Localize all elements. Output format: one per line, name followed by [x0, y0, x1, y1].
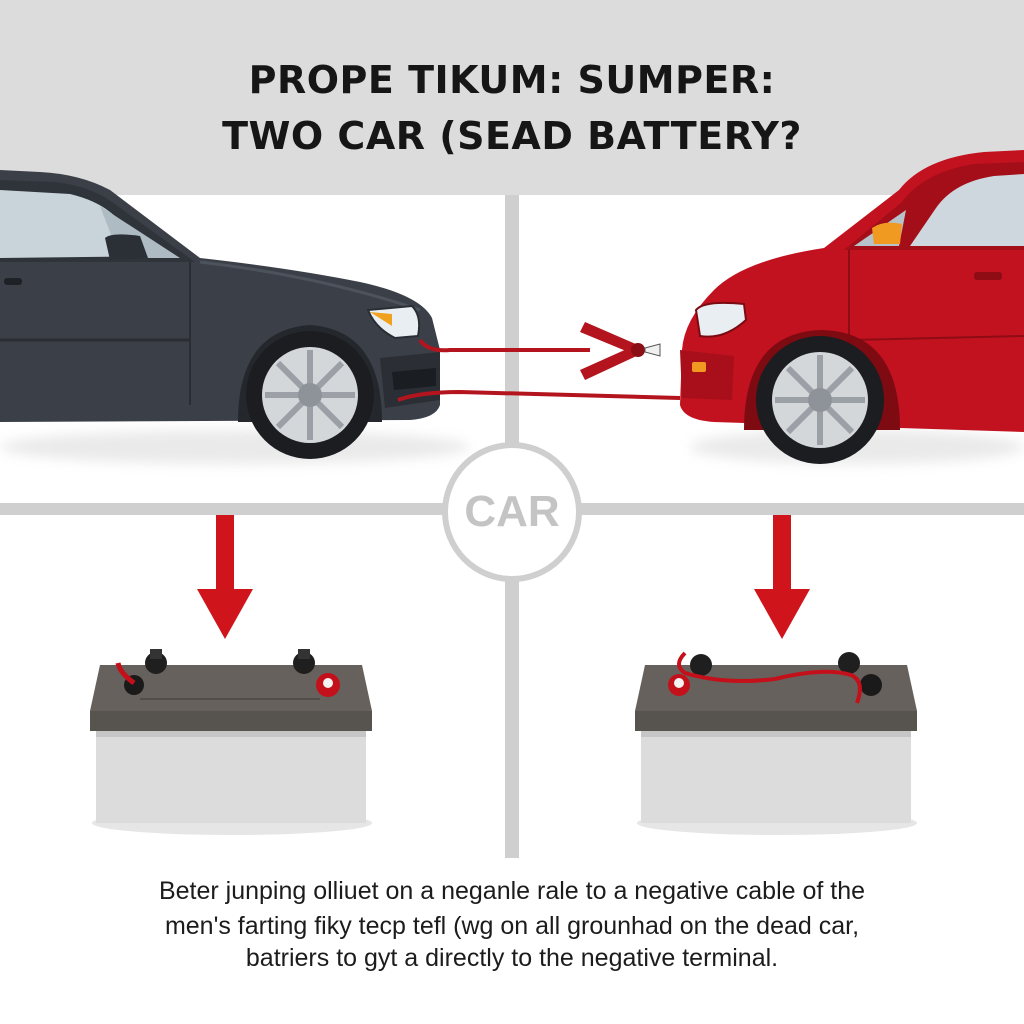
car-badge: CAR	[442, 442, 582, 582]
caption-line-3: batriers to gyt a directly to the negati…	[245, 944, 779, 972]
caption-line-1: Beter junping olliuet on a neganle rale …	[158, 877, 866, 905]
horizontal-divider-right	[580, 503, 1024, 515]
header-band	[0, 0, 1024, 195]
title-line-2: TWO CAR (SEAD BATTERY?	[222, 114, 802, 158]
left-car-shadow	[0, 430, 470, 464]
vertical-divider-top	[505, 195, 519, 445]
horizontal-divider-left	[0, 503, 444, 515]
jumper-clamp-icon	[580, 322, 661, 380]
title-line-1: PROPE TIKUM: SUMPER:	[248, 58, 776, 102]
car-battery-icon	[90, 649, 372, 835]
car-badge-label: CAR	[464, 487, 560, 536]
vertical-divider-bottom	[505, 580, 519, 858]
jumper-cables	[397, 322, 681, 402]
car-battery-icon	[635, 651, 917, 835]
gray-sedan-icon	[0, 170, 440, 459]
down-arrow-icon	[754, 515, 810, 639]
down-arrow-icon	[197, 515, 253, 639]
red-hatchback-icon	[680, 150, 1024, 464]
caption-line-2: men's farting fiky tecp tefl (wg on all …	[164, 912, 860, 940]
